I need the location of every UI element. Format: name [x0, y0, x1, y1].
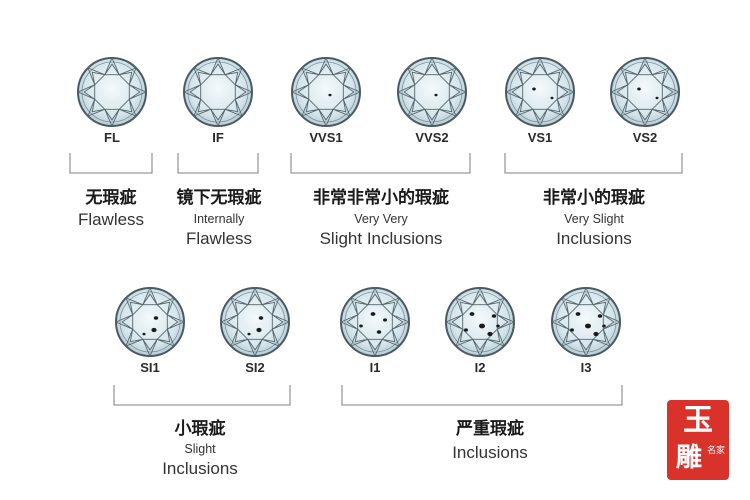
- gem-facets: [397, 57, 467, 127]
- gem-facets: [115, 287, 185, 357]
- gem-facets: [505, 57, 575, 127]
- gem-si1: SI1: [115, 287, 185, 375]
- gem-facets: [610, 57, 680, 127]
- inclusion-mark: [585, 323, 591, 329]
- inclusion-mark: [597, 314, 603, 318]
- inclusion-mark: [487, 331, 493, 337]
- gem-girdle: [119, 291, 181, 353]
- seal-char-bottom: 雕: [675, 443, 702, 473]
- gem-facets: [445, 287, 515, 357]
- seal-char-top: 玉: [683, 403, 713, 438]
- internally-flawless-cn-label: 镜下无瑕疵: [176, 188, 262, 208]
- inclusion-mark: [602, 324, 606, 328]
- inclusion-mark: [328, 93, 332, 97]
- bracket-vvs: [290, 153, 471, 174]
- inclusion-mark: [376, 330, 382, 334]
- inclusion-mark: [575, 312, 581, 316]
- inclusion-mark: [153, 316, 159, 320]
- grade-label-i3: I3: [581, 360, 592, 375]
- inclusion-mark: [637, 87, 641, 91]
- grade-label-vs1: VS1: [528, 130, 553, 145]
- vvs-en-line1: Very Very: [354, 212, 408, 226]
- grade-label-vs2: VS2: [633, 130, 658, 145]
- inclusion-mark: [491, 314, 497, 318]
- gem-i3: I3: [551, 287, 621, 375]
- gem-facets: [183, 57, 253, 127]
- inclusion-mark: [151, 327, 157, 333]
- gem-facets: [291, 57, 361, 127]
- inclusion-mark: [570, 328, 574, 332]
- seal-side-text: 名家: [707, 446, 726, 456]
- si-en-line2: Inclusions: [162, 459, 238, 478]
- inclusion-mark: [469, 312, 475, 316]
- vvs-cn-label: 非常非常小的瑕疵: [313, 188, 449, 208]
- gem-si2: SI2: [220, 287, 290, 375]
- grade-label-vvs2: VVS2: [415, 130, 448, 145]
- gem-girdle: [81, 61, 143, 123]
- gem-vs1: VS1: [505, 57, 575, 145]
- gem-if: IF: [183, 57, 253, 145]
- bracket-i: [341, 385, 623, 406]
- flawless-en-label: Flawless: [77, 210, 145, 229]
- bracket-flawless: [69, 153, 153, 174]
- gem-i2: I2: [445, 287, 515, 375]
- gem-facets: [220, 287, 290, 357]
- si-en-line1: Slight: [184, 442, 216, 456]
- gem-girdle: [187, 61, 249, 123]
- gem-facets: [340, 287, 410, 357]
- gem-girdle: [555, 291, 617, 353]
- gem-girdle: [614, 61, 676, 123]
- grade-label-vvs1: VVS1: [309, 130, 342, 145]
- si-cn-label: 小瑕疵: [174, 419, 226, 439]
- vs-cn-label: 非常小的瑕疵: [543, 188, 645, 208]
- inclusion-mark: [247, 332, 251, 336]
- grade-label-si1: SI1: [140, 360, 160, 375]
- inclusion-mark: [434, 93, 438, 97]
- inclusion-mark: [593, 331, 599, 337]
- gem-facets: [551, 287, 621, 357]
- i-cn-label: 严重瑕疵: [456, 419, 524, 439]
- vvs-en-line2: Slight Inclusions: [319, 229, 443, 248]
- flawless-cn-label: 无瑕疵: [85, 188, 137, 208]
- inclusion-mark: [359, 324, 363, 328]
- grade-label-si2: SI2: [245, 360, 265, 375]
- inclusion-mark: [258, 316, 264, 320]
- inclusion-mark: [655, 96, 659, 100]
- inclusion-mark: [496, 324, 500, 328]
- gem-girdle: [449, 291, 511, 353]
- grade-label-i2: I2: [475, 360, 486, 375]
- inclusion-mark: [550, 96, 554, 100]
- inclusion-mark: [142, 332, 146, 336]
- gem-girdle: [509, 61, 571, 123]
- gem-girdle: [295, 61, 357, 123]
- gem-vvs1: VVS1: [291, 57, 361, 145]
- gem-facets: [77, 57, 147, 127]
- inclusion-mark: [370, 312, 376, 316]
- inclusion-mark: [256, 327, 262, 333]
- grade-label-i1: I1: [370, 360, 381, 375]
- i-en-label: Inclusions: [452, 443, 528, 462]
- vs-en-line1: Very Slight: [564, 212, 624, 226]
- inclusion-mark: [383, 318, 387, 322]
- bracket-vs: [504, 153, 683, 174]
- bracket-internally-flawless: [177, 153, 259, 174]
- internally-flawless-en-line2: Flawless: [185, 229, 253, 248]
- gem-girdle: [344, 291, 406, 353]
- gem-fl: FL: [77, 57, 147, 145]
- grade-label-fl: FL: [104, 130, 120, 145]
- gem-i1: I1: [340, 287, 410, 375]
- inclusion-mark: [479, 323, 485, 329]
- seal-logo: 玉 雕 名家: [667, 400, 729, 480]
- grade-label-if: IF: [212, 130, 224, 145]
- inclusion-mark: [464, 328, 468, 332]
- internally-flawless-en-line1: Internally: [193, 212, 245, 226]
- vs-en-line2: Inclusions: [556, 229, 632, 248]
- gem-vvs2: VVS2: [397, 57, 467, 145]
- inclusion-mark: [532, 87, 536, 91]
- gem-girdle: [401, 61, 463, 123]
- gem-girdle: [224, 291, 286, 353]
- gem-vs2: VS2: [610, 57, 680, 145]
- bracket-si: [113, 385, 291, 406]
